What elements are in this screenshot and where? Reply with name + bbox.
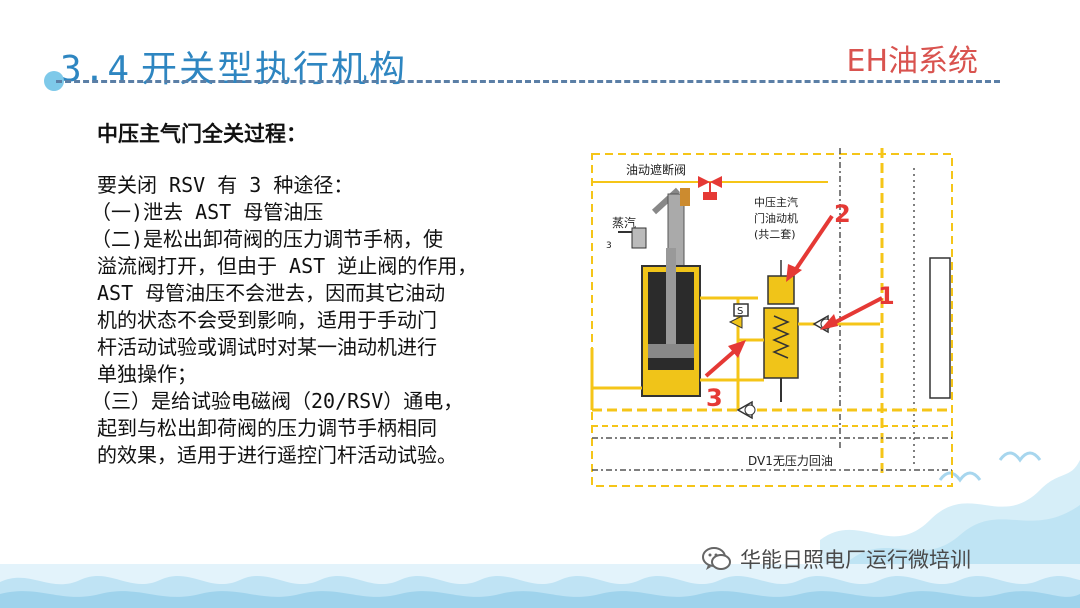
actuator-label-2: 门油动机 [754, 211, 798, 225]
system-tag: EH油系统 [846, 44, 978, 79]
marker-3: 3 [706, 384, 723, 412]
body-line: 的效果，适用于进行遥控门杆活动试验。 [97, 443, 457, 467]
steam-label: 蒸汽 [612, 215, 636, 230]
section-number: 3.4 [60, 49, 132, 90]
marker-2: 2 [834, 200, 851, 228]
body-line: 要关闭 RSV 有 3 种途径： [97, 173, 354, 197]
section-title: 开关型执行机构 [141, 49, 408, 90]
header-divider [56, 80, 1000, 83]
return-line-label: DV1无压力回油 [748, 454, 833, 468]
divider-dot [44, 71, 64, 91]
wave-decoration-bottom [0, 564, 1080, 608]
wechat-icon [702, 547, 731, 570]
body-line: 溢流阀打开，但由于 AST 逆止阀的作用， [97, 254, 478, 278]
body-line: （三）是给试验电磁阀（20/RSV）通电， [91, 389, 464, 413]
wave-decoration-right [820, 451, 1080, 570]
body-text: 要关闭 RSV 有 3 种途径： （一)泄去 AST 母管油压 （二)是松出卸荷… [91, 172, 587, 469]
subtitle: 中压主气门全关过程： [97, 122, 307, 146]
footer-text: 华能日照电厂运行微培训 [740, 548, 971, 572]
hydraulic-diagram: DV1无压力回油 油动遮断阀 蒸汽 3 中压主汽 门油动机 (共二套) S 1 … [590, 148, 953, 487]
marker-1: 1 [878, 282, 895, 310]
footer-watermark: 华能日照电厂运行微培训 [702, 544, 971, 574]
body-line: 单独操作； [97, 362, 197, 386]
actuator-label-1: 中压主汽 [754, 195, 798, 209]
body-line: （一)泄去 AST 母管油压 [91, 200, 324, 224]
cutoff-valve-label: 油动遮断阀 [626, 162, 686, 177]
steam-mark: 3 [606, 241, 612, 251]
solenoid-label: S [737, 306, 743, 317]
body-line: （二)是松出卸荷阀的压力调节手柄，使 [91, 227, 444, 251]
body-line: 杆活动试验或调试时对某一油动机进行 [97, 335, 437, 359]
body-line: AST 母管油压不会泄去，因而其它油动 [97, 281, 446, 305]
body-line: 起到与松出卸荷阀的压力调节手柄相同 [97, 416, 437, 440]
actuator-label-3: (共二套) [754, 228, 796, 241]
body-line: 机的状态不会受到影响，适用于手动门 [97, 308, 437, 332]
